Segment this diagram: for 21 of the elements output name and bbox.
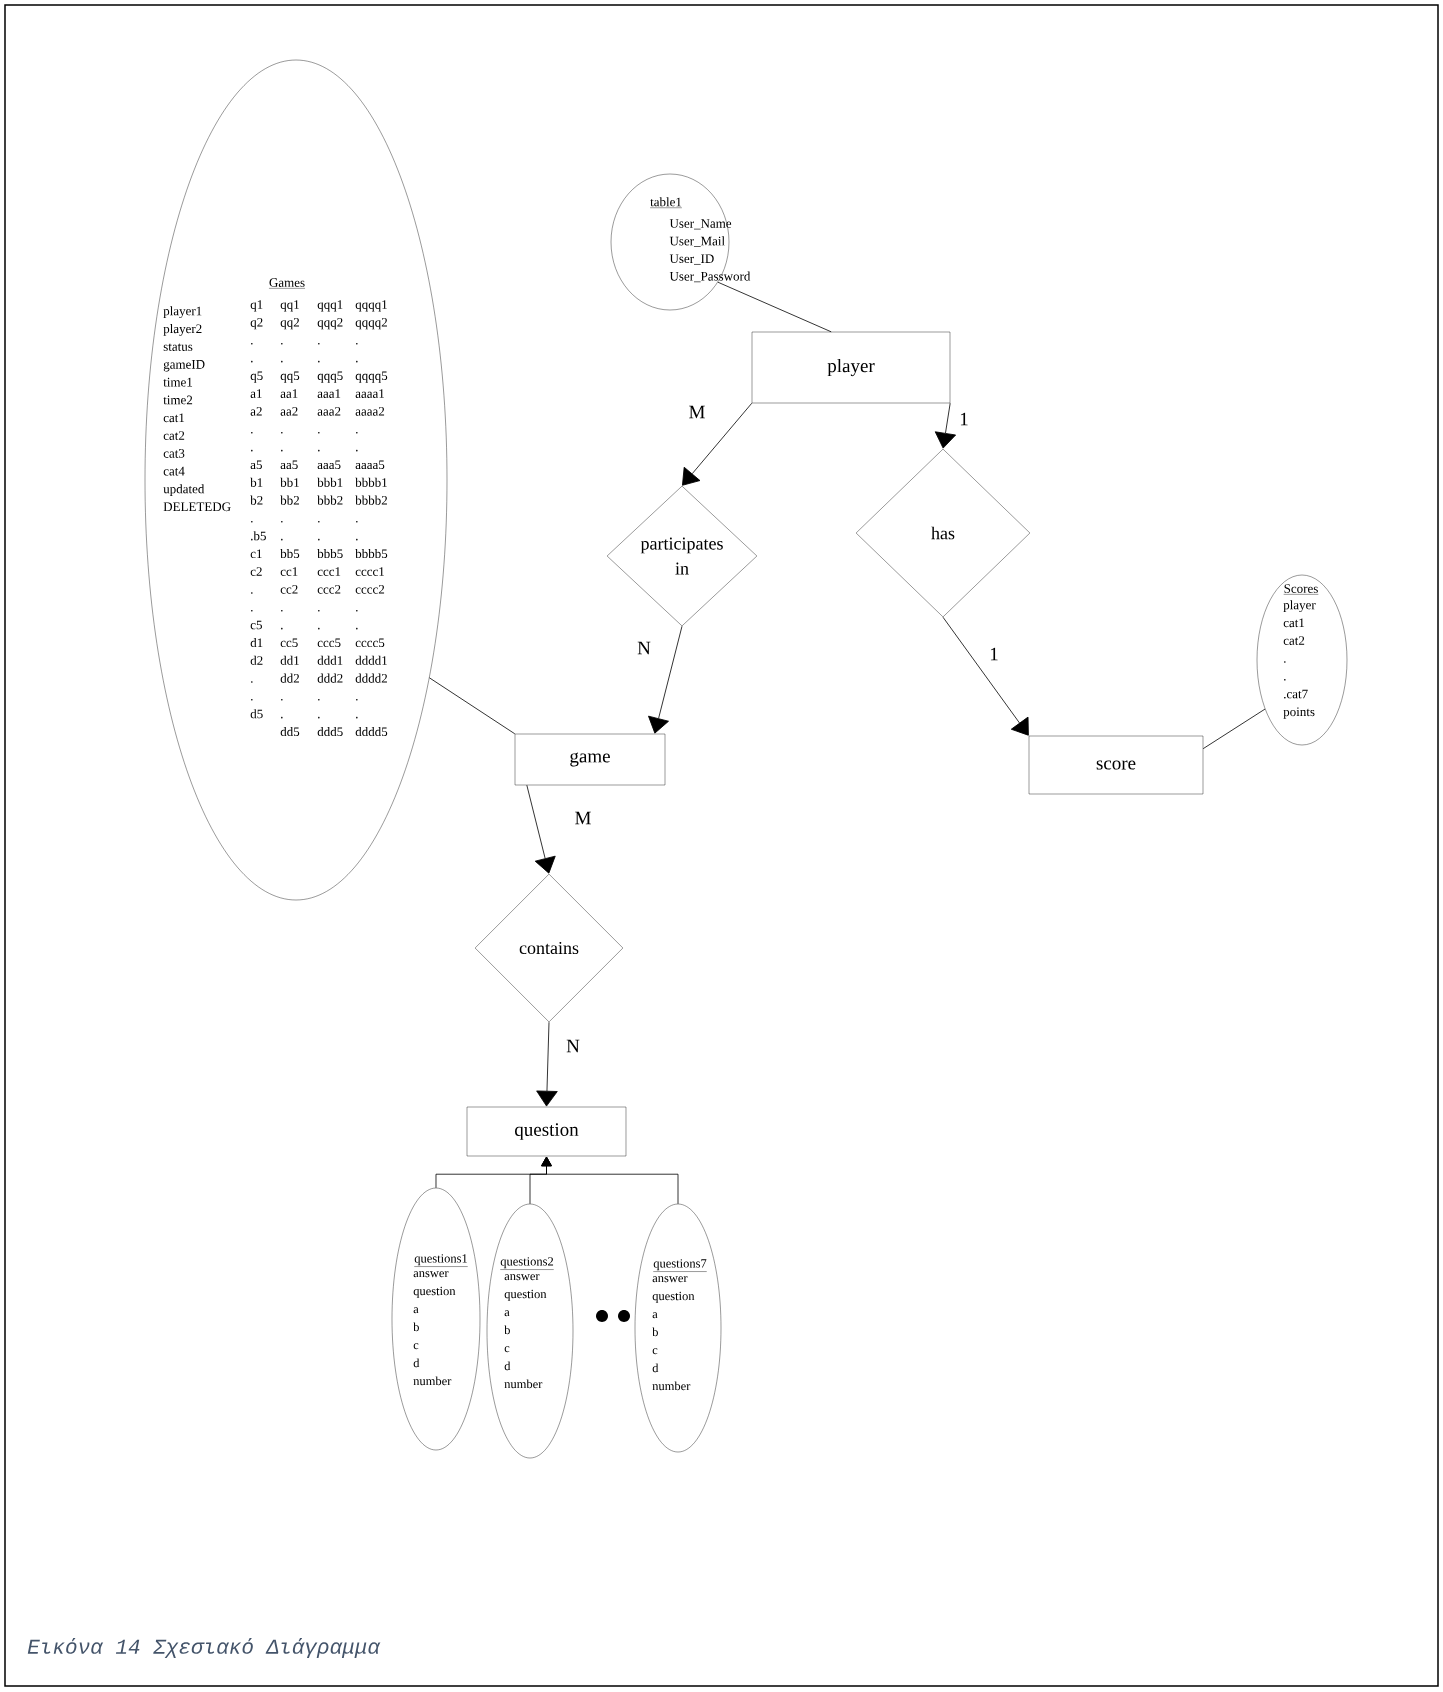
edge-label: N xyxy=(565,1038,581,1054)
connector xyxy=(526,784,556,874)
edge-label: N xyxy=(636,640,652,656)
connector xyxy=(717,281,832,333)
connector xyxy=(541,1156,679,1205)
figure-caption: Εικόνα 14 Σχεσιακό Διάγραμμα xyxy=(27,1638,381,1658)
entity-box: game xyxy=(514,733,666,786)
entity-box: score xyxy=(1028,735,1204,795)
edge-label: M xyxy=(573,810,593,826)
connector xyxy=(1202,708,1266,750)
connector xyxy=(934,402,957,449)
connector xyxy=(648,625,683,734)
connector xyxy=(536,1021,558,1107)
edge-label: 1 xyxy=(988,646,1000,662)
edge-label: 1 xyxy=(958,411,970,427)
connector xyxy=(429,677,516,735)
edge-label: M xyxy=(687,404,707,420)
connector xyxy=(682,402,753,486)
entity-box: question xyxy=(466,1106,627,1157)
entity-box: player xyxy=(751,331,951,404)
connector xyxy=(942,616,1029,736)
